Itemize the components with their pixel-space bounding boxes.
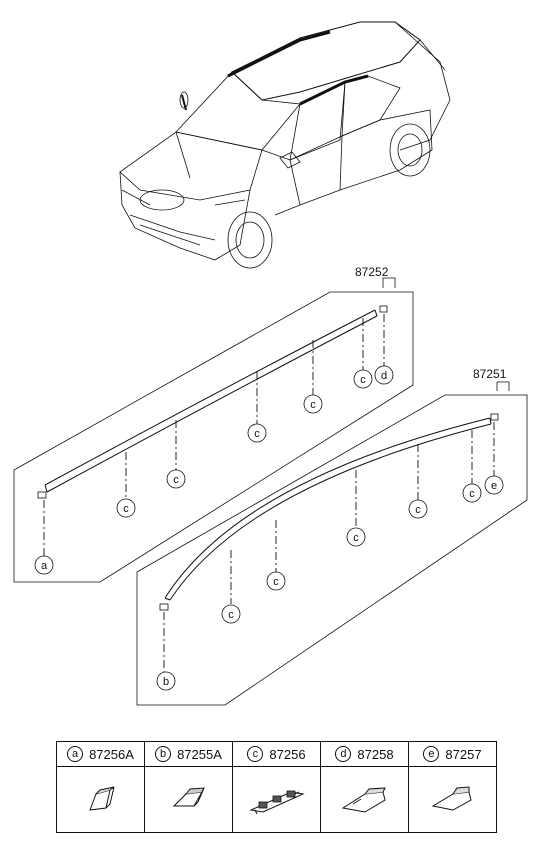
callout-c: c <box>353 369 373 389</box>
svg-text:c: c <box>353 532 359 544</box>
lower-end-cap-e <box>490 413 499 421</box>
legend-header-c: c 87256 <box>233 742 320 767</box>
clip-c-icon <box>248 790 305 814</box>
legend-cell-e: e 87257 <box>409 742 496 832</box>
legend-letter-badge: c <box>247 746 264 762</box>
svg-text:e: e <box>491 480 497 492</box>
svg-text:d: d <box>381 370 387 382</box>
callout-c: c <box>303 394 323 414</box>
upper-leaders <box>43 314 385 556</box>
callout-b: b <box>156 671 176 691</box>
svg-text:c: c <box>173 474 179 486</box>
legend-cell-c: c 87256 <box>233 742 321 832</box>
upper-end-cap-d <box>379 305 388 313</box>
legend-header-a: a 87256A <box>57 742 144 767</box>
legend-letter-badge: e <box>423 746 440 762</box>
svg-text:a: a <box>41 560 48 572</box>
svg-text:c: c <box>254 428 260 440</box>
end-cap-e-icon <box>431 785 472 811</box>
callout-c: c <box>166 469 186 489</box>
callout-e: e <box>484 475 504 495</box>
svg-text:c: c <box>228 609 234 621</box>
legend-header-d: d 87258 <box>321 742 408 767</box>
parts-legend-table: a 87256A b 87255A c 87256 <box>56 741 497 833</box>
lower-roof-molding <box>164 417 492 601</box>
legend-cell-a: a 87256A <box>57 742 145 832</box>
callout-c: c <box>116 498 136 518</box>
legend-header-e: e 87257 <box>409 742 496 767</box>
svg-text:b: b <box>163 676 169 688</box>
legend-part-number: 87257 <box>445 746 482 762</box>
callout-c: c <box>266 571 286 591</box>
svg-text:c: c <box>273 576 279 588</box>
callout-c: c <box>247 423 267 443</box>
svg-text:c: c <box>469 488 475 500</box>
legend-part-number: 87256 <box>269 746 306 762</box>
legend-part-number: 87258 <box>357 746 394 762</box>
svg-text:c: c <box>123 503 129 515</box>
clip-a-icon <box>88 786 114 811</box>
clip-b-icon <box>172 786 205 806</box>
legend-part-number: 87255A <box>177 746 222 762</box>
svg-text:c: c <box>360 374 366 386</box>
callout-a: a <box>34 555 54 575</box>
callout-c: c <box>346 527 366 547</box>
legend-cell-b: b 87255A <box>145 742 233 832</box>
parts-diagram: 87252 a c c c c <box>13 21 528 706</box>
legend-letter-badge: a <box>67 746 84 762</box>
legend-cell-d: d 87258 <box>321 742 409 832</box>
legend-part-number: 87256A <box>89 746 134 762</box>
callout-d: d <box>374 365 394 385</box>
upper-clip-a <box>37 491 47 499</box>
legend-header-b: b 87255A <box>145 742 232 767</box>
lower-clip-b <box>159 603 169 611</box>
upper-assembly-frame <box>13 277 414 583</box>
svg-text:c: c <box>310 399 316 411</box>
lower-leaders <box>163 422 495 672</box>
lower-assembly-label: 87251 <box>473 367 507 381</box>
upper-assembly-label: 87252 <box>355 265 389 279</box>
car-illustration <box>119 21 451 269</box>
upper-roof-molding <box>44 309 378 493</box>
callout-c: c <box>408 499 428 519</box>
end-cap-d-icon <box>341 786 386 813</box>
svg-text:c: c <box>415 504 421 516</box>
legend-letter-badge: d <box>335 746 352 762</box>
callout-c: c <box>221 604 241 624</box>
legend-letter-badge: b <box>155 746 172 762</box>
callout-c: c <box>462 483 482 503</box>
lower-assembly-frame <box>136 381 528 706</box>
